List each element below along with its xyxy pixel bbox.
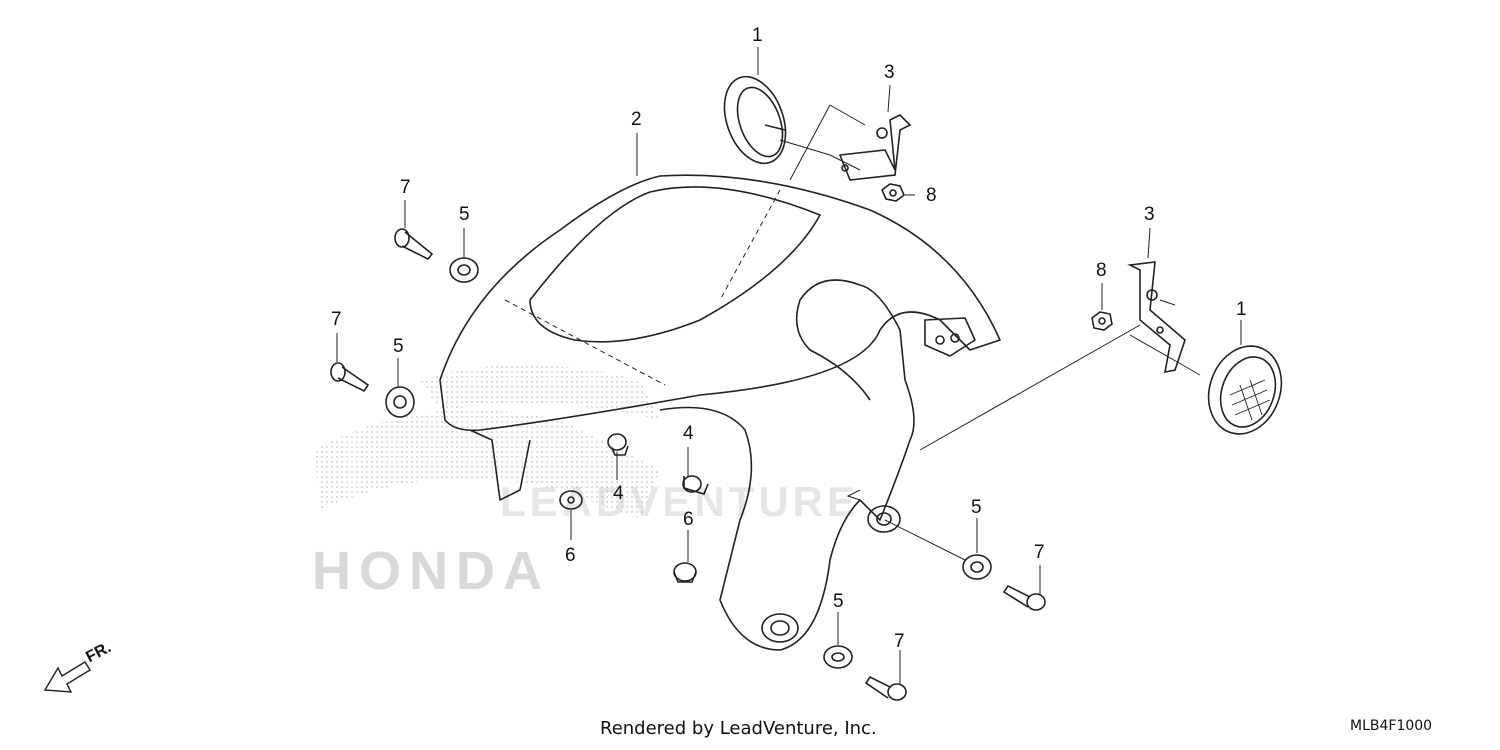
callout-2: 2 [631, 109, 642, 130]
diagram-code: MLB4F1000 [1350, 718, 1433, 734]
callout-7-left: 7 [331, 309, 342, 330]
callout-5-right: 5 [971, 497, 982, 518]
callout-4-right: 4 [683, 423, 694, 444]
callout-7-top: 7 [400, 177, 411, 198]
callout-1-lower: 1 [1236, 299, 1247, 320]
honda-wing-watermark [315, 365, 660, 520]
nut-upper [881, 183, 905, 202]
callout-3-lower: 3 [1144, 204, 1155, 225]
callout-5-left: 5 [393, 336, 404, 357]
nut-lower [1091, 311, 1113, 331]
callout-8-lower: 8 [1096, 260, 1107, 281]
bracket-lower [1127, 261, 1186, 374]
honda-watermark: HONDA [312, 541, 550, 601]
callout-4-left: 4 [613, 483, 624, 504]
callout-1-upper: 1 [752, 25, 763, 46]
clips [559, 433, 709, 583]
front-direction-arrow [43, 661, 91, 693]
callout-6-right: 6 [683, 509, 694, 530]
callout-5-bottom: 5 [833, 591, 844, 612]
callout-8-upper: 8 [926, 185, 937, 206]
reflector-lower [1207, 345, 1283, 435]
callout-5-top: 5 [459, 204, 470, 225]
bracket-upper [838, 114, 912, 181]
grommets [385, 257, 992, 669]
reflector-upper [723, 75, 787, 165]
callout-6-left: 6 [565, 545, 576, 566]
render-credit: Rendered by LeadVenture, Inc. [600, 718, 877, 739]
bolts [330, 228, 1046, 701]
callout-3-upper: 3 [884, 62, 895, 83]
callout-7-right: 7 [1034, 542, 1045, 563]
callout-7-bottom: 7 [894, 631, 905, 652]
front-fender [439, 174, 1001, 651]
leader-lines [336, 47, 1242, 684]
